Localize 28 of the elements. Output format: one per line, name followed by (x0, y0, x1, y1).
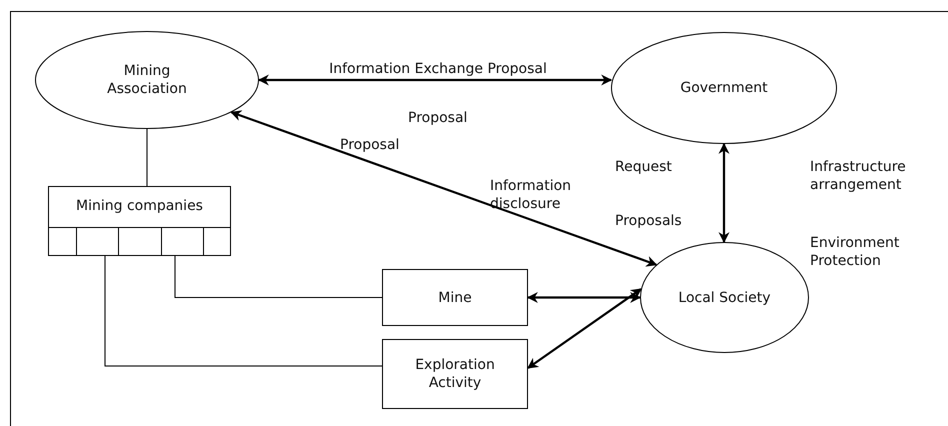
ellipse-node (640, 242, 809, 353)
connector-line (174, 256, 382, 298)
arrow (230, 110, 658, 267)
annotation-label: Proposals (615, 212, 682, 230)
node-label: Mining companies (76, 197, 203, 215)
table-box (48, 186, 231, 256)
node-label: Mining Association (106, 62, 188, 98)
arrow (718, 142, 730, 244)
ellipse-node (35, 31, 259, 129)
arrow (526, 292, 642, 303)
annotation-label: Proposal (340, 136, 400, 154)
connector-line (146, 128, 148, 186)
node-label: Government (680, 79, 768, 97)
annotation-label: Environment Protection (810, 234, 900, 270)
arrow (527, 288, 642, 369)
process-box (382, 339, 528, 409)
annotation-label: Proposal (408, 109, 468, 127)
annotation-label: Information disclosure (490, 177, 572, 213)
node-label: Mine (438, 288, 472, 306)
annotation-label: Request (615, 158, 672, 176)
edge-label: Information Exchange Proposal (329, 60, 547, 78)
node-label: Exploration Activity (414, 356, 496, 392)
connector-line (104, 256, 382, 366)
annotation-label: Infrastructure arrangement (810, 158, 907, 194)
ellipse-node (611, 32, 837, 144)
node-label: Local Society (678, 288, 771, 306)
process-box (382, 269, 528, 326)
arrow (258, 74, 612, 86)
